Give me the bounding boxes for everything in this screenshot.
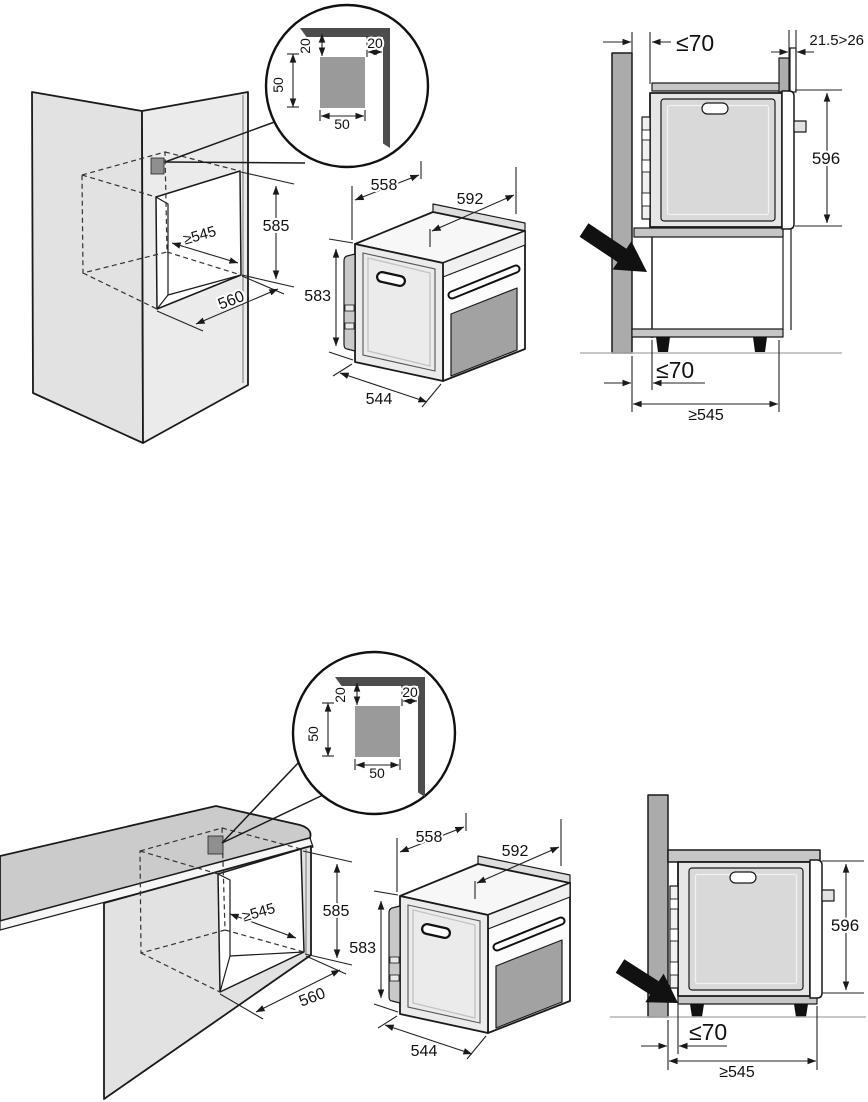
side-section-view: ≤70 21.5>26 596 ≤70 ≥545 [579, 28, 866, 426]
door-top-edge [789, 47, 797, 93]
figure-under-counter-installation: 585 ≥545 560 20 20 50 50 558 592 583 544 [0, 650, 866, 1100]
dim-wall-gap-bottom: ≤70 [689, 1019, 727, 1045]
dim-oven-side-height: 596 [812, 149, 840, 168]
dim-oven-depth-top: 558 [371, 177, 398, 194]
oven-with-dimensions: 558 592 583 544 [302, 161, 525, 408]
cabinet-left-panel [31, 91, 144, 444]
upper-cabinet-front [778, 57, 790, 93]
spacer-pad-on-cabinet [207, 835, 224, 855]
dim-oven-width: 592 [457, 191, 484, 208]
dim-oven-height: 583 [304, 288, 331, 305]
cabinet-foot [656, 337, 670, 352]
dim-spacer-width: 50 [369, 765, 385, 781]
dim-opening-height: 585 [323, 903, 350, 920]
dim-spacer-height: 50 [305, 726, 321, 742]
dim-spacer-top-clearance: 20 [332, 687, 348, 703]
spacer-pad-on-cabinet [150, 157, 165, 175]
cabinet-bottom-shelf [631, 328, 784, 338]
dim-wall-gap-bottom: ≤70 [656, 357, 694, 383]
dim-spacer-side-clearance: 20 [402, 684, 418, 700]
worktop-section [667, 849, 821, 863]
oven-with-dimensions: 558 592 583 544 [347, 813, 570, 1060]
dim-spacer-width: 50 [334, 116, 350, 132]
dim-cabinet-depth: ≥545 [688, 407, 724, 424]
dim-oven-width: 592 [502, 843, 529, 860]
wall [611, 52, 633, 354]
dim-oven-depth-bottom: 544 [411, 1043, 438, 1060]
dim-opening-height: 585 [263, 218, 290, 235]
cabinet-foot [753, 337, 767, 352]
figure-tall-cabinet-installation: 585 ≥545 560 20 20 50 50 558 592 583 544 [31, 3, 866, 444]
worktop-front-edge [0, 837, 314, 931]
airflow-direction-arrow-icon [615, 959, 678, 1003]
airflow-direction-arrow-icon [579, 223, 647, 272]
dim-oven-depth-top: 558 [416, 829, 443, 846]
cabinet-foot [794, 1004, 808, 1017]
dim-spacer-height: 50 [270, 77, 286, 93]
cabinet-foot [690, 1004, 704, 1017]
cabinet-top-panel [651, 82, 781, 92]
dim-oven-height: 583 [349, 940, 376, 957]
dim-door-projection: 21.5>26 [809, 32, 864, 49]
tall-cabinet-illustration: 585 ≥545 560 [31, 91, 295, 444]
dim-oven-depth-bottom: 544 [366, 391, 393, 408]
dim-wall-gap-top: ≤70 [676, 30, 714, 56]
corner-spacer-callout: 20 20 50 50 [221, 650, 457, 844]
worktop-cabinet-illustration: 585 ≥545 560 [0, 805, 353, 1100]
oven-support-shelf [633, 227, 784, 238]
dim-cabinet-depth: ≥545 [719, 1064, 755, 1081]
corner-spacer-callout: 20 20 50 50 [164, 3, 430, 169]
dim-spacer-side-clearance: 20 [367, 35, 383, 51]
dim-spacer-top-clearance: 20 [297, 38, 313, 54]
side-section-view: 596 ≤70 ≥545 [610, 794, 866, 1083]
dim-oven-side-height: 596 [831, 916, 859, 935]
